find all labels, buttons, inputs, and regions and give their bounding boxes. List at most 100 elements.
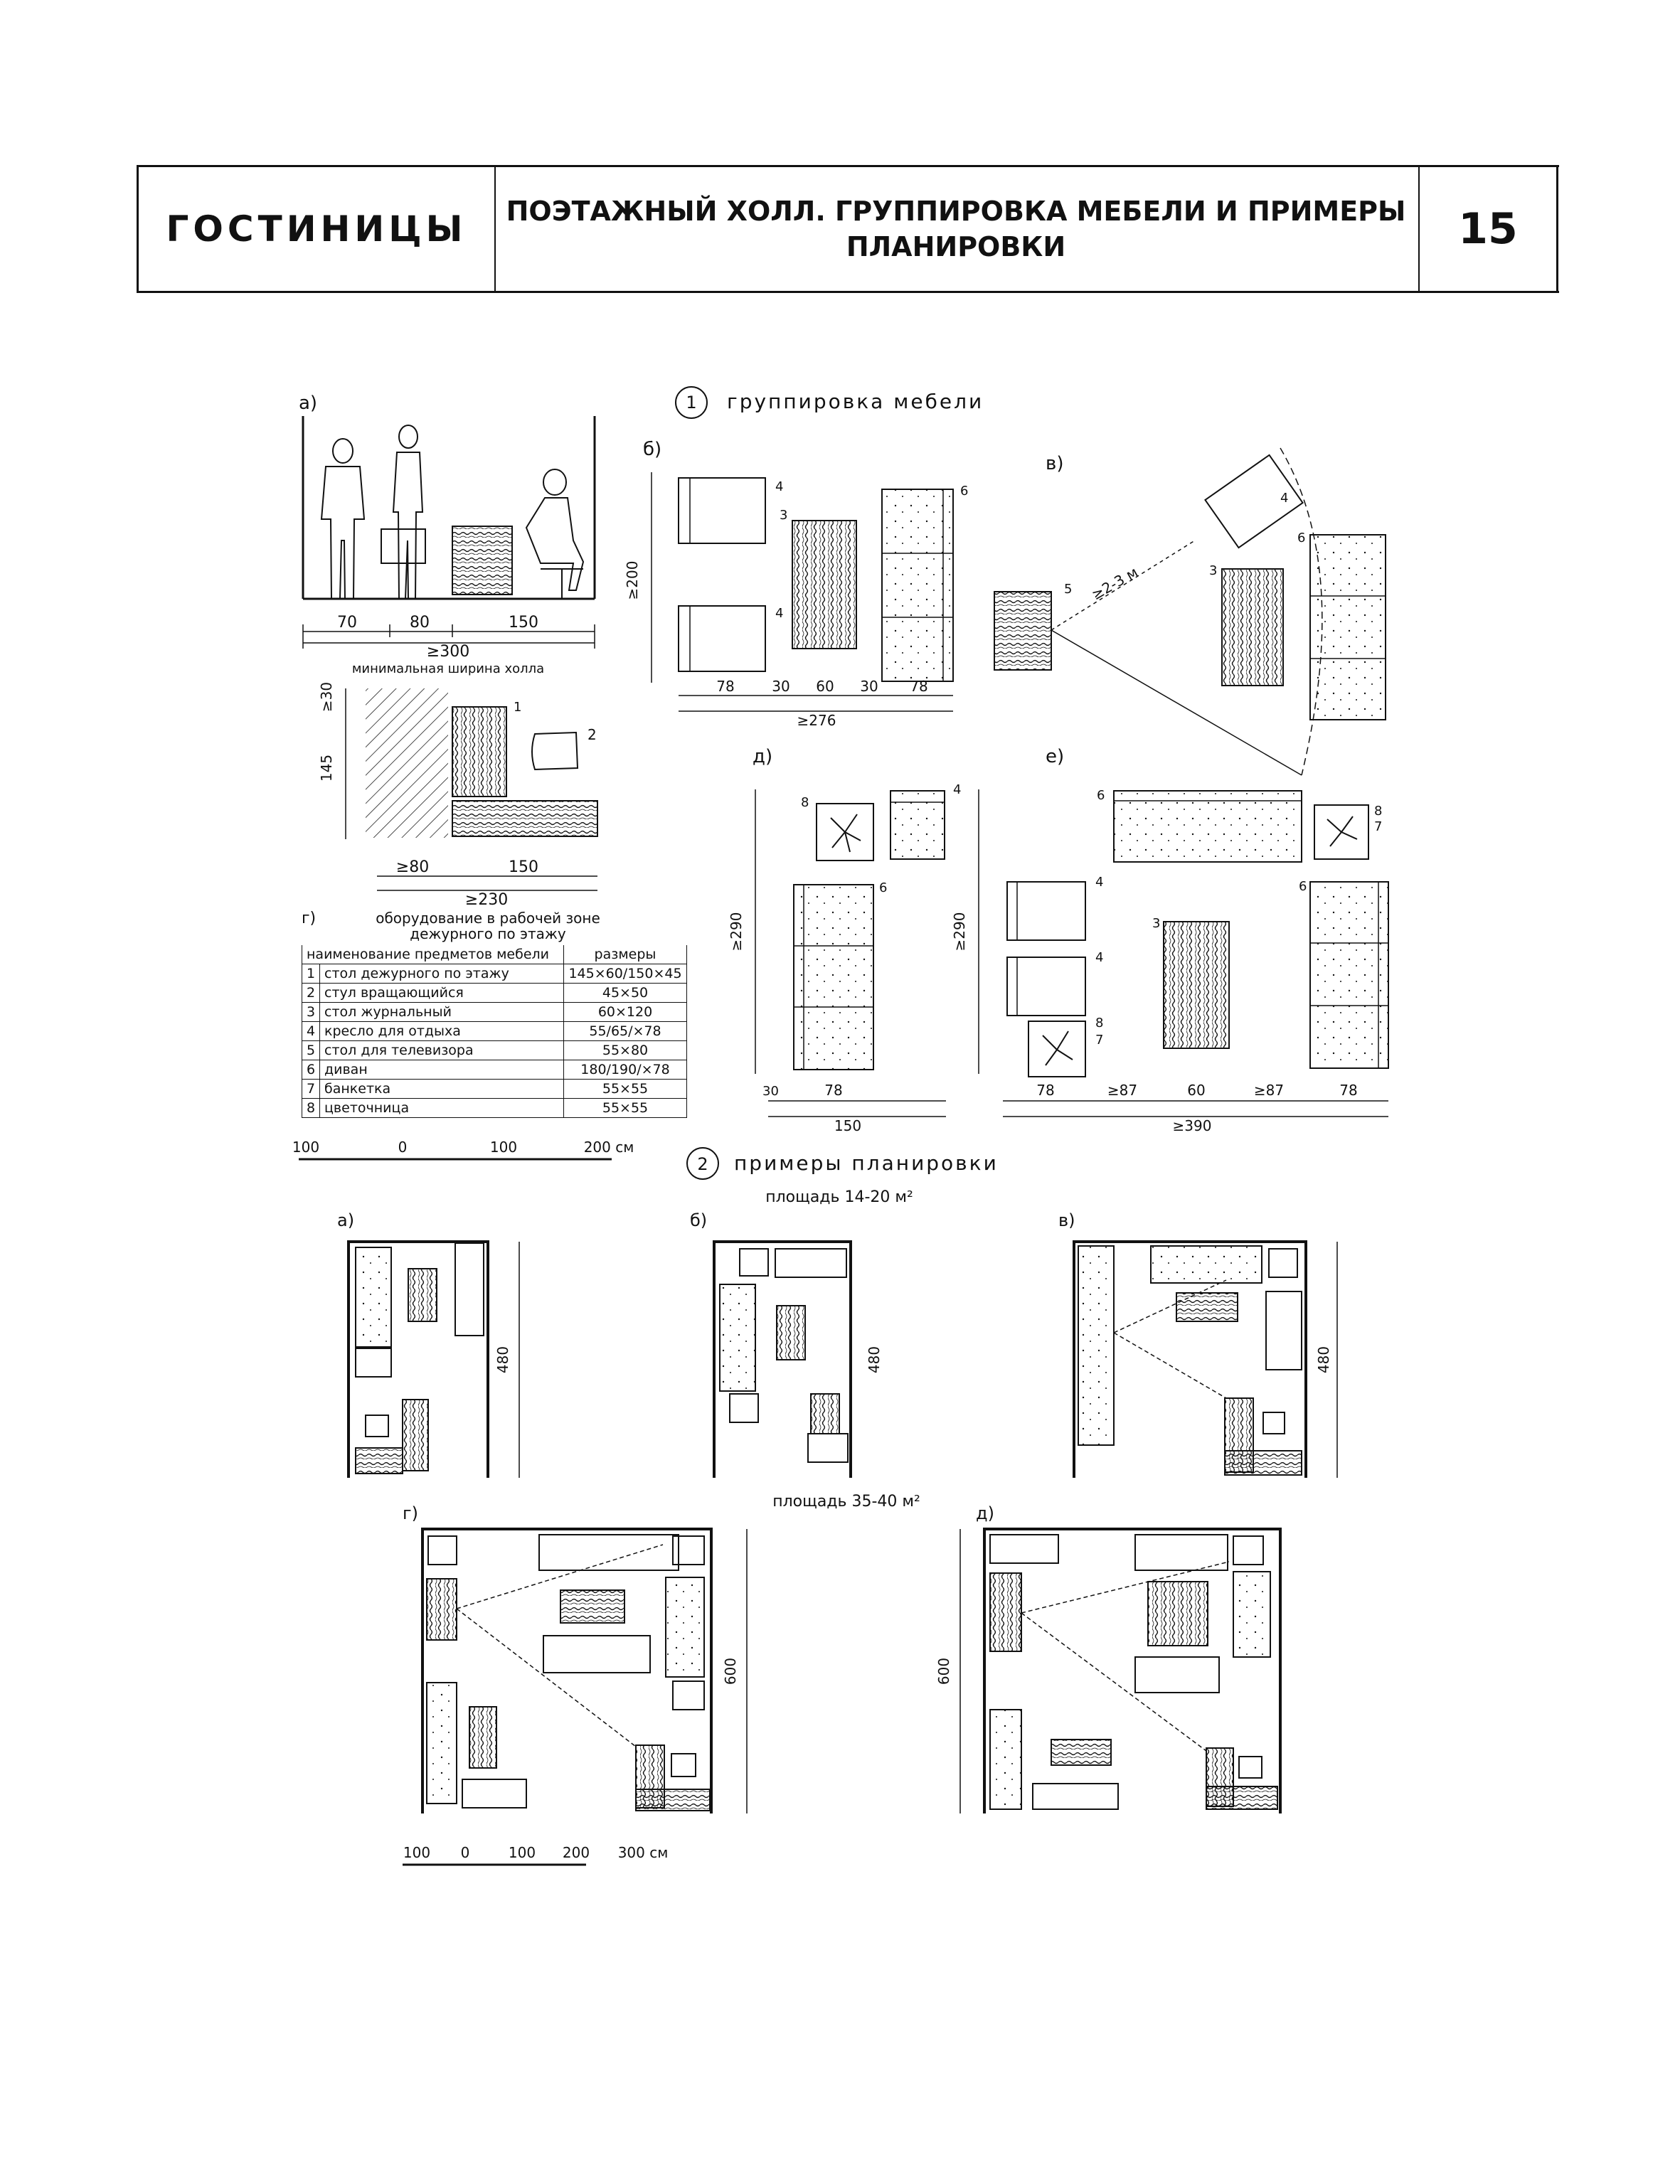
- armchairs: [538, 1534, 679, 1571]
- sofa: [426, 1682, 457, 1804]
- flower-stand: [816, 803, 874, 861]
- figure-e-grouping: е) 6 8 7 4 4 8 7 3 6 ≥290 78 ≥87 6: [951, 746, 1389, 1134]
- plant-icon: [1327, 816, 1358, 847]
- part1-number: 1: [686, 393, 696, 412]
- chair: [365, 1415, 389, 1437]
- armchair: [678, 605, 766, 672]
- row-name: цветочница: [319, 1098, 564, 1118]
- plan-v-label: в): [1058, 1210, 1075, 1230]
- area-14-20: площадь 14-20 м²: [765, 1188, 913, 1206]
- scale2-2: 100: [509, 1844, 536, 1861]
- scale2-1: 0: [461, 1844, 470, 1861]
- row-number: 7: [302, 1079, 320, 1099]
- plan-a-label: а): [337, 1210, 354, 1230]
- coffee-table: [469, 1706, 497, 1769]
- swivel-chair: [531, 731, 579, 771]
- armchairs: [775, 1248, 847, 1278]
- e-num-3: 3: [1152, 916, 1160, 931]
- plan-v-dim: 480: [1315, 1346, 1332, 1373]
- sofa: [1113, 790, 1302, 863]
- work-num-1: 1: [514, 700, 521, 715]
- armchairs: [454, 1242, 484, 1336]
- row-name: стул вращающийся: [319, 983, 564, 1003]
- row-size: 45×50: [563, 983, 687, 1003]
- e-dim-height: ≥290: [951, 912, 968, 952]
- coffee-table: [792, 520, 857, 649]
- flower-stand: [1314, 804, 1369, 860]
- sofa: [881, 489, 954, 682]
- coffee-table: [1176, 1292, 1238, 1322]
- chair: [1238, 1756, 1262, 1779]
- dim-a-70: 70: [337, 614, 357, 632]
- table-caption: г) оборудование в рабочей зоне дежурного…: [302, 910, 600, 942]
- b-dim-78b: 78: [910, 678, 927, 695]
- row-name: банкетка: [319, 1079, 564, 1099]
- dim-a-total: ≥300: [427, 643, 469, 661]
- flower-stand: [672, 1535, 705, 1565]
- part2-heading: 2 примеры планировки площадь 14-20 м² пл…: [686, 1147, 999, 1511]
- v-num-4: 4: [1280, 491, 1288, 506]
- scale2-4: 300 см: [618, 1844, 669, 1861]
- part2-number: 2: [697, 1154, 708, 1174]
- e-dim-78: 78: [1036, 1082, 1054, 1099]
- b-num-3: 3: [780, 508, 787, 523]
- part2-title: примеры планировки: [734, 1151, 999, 1175]
- plant-icon: [1042, 1030, 1073, 1066]
- plan-a-dim: 480: [494, 1346, 511, 1373]
- d-num-8: 8: [801, 795, 809, 810]
- work-dim-side: 145: [318, 755, 335, 782]
- duty-desk-bottom: [452, 800, 598, 837]
- figure-b-grouping: б) 4 4 3 6 ≥200 78 30 60 30 78 ≥276: [624, 439, 968, 729]
- work-zone-plan: 1 2 ≥30 145 ≥80 150 ≥230: [318, 682, 598, 909]
- man-with-briefcase-figure: [381, 425, 426, 600]
- b-dim-height: ≥200: [624, 561, 641, 600]
- section-title: ГОСТИНИЦЫ: [137, 167, 496, 291]
- v-num-5: 5: [1064, 582, 1072, 597]
- figure-d-label: д): [753, 746, 772, 767]
- duty-desk: [1224, 1450, 1302, 1476]
- plan-g-dim: 600: [722, 1658, 739, 1685]
- flower-stand: [729, 1393, 759, 1423]
- coffee-table: [776, 1305, 806, 1360]
- flower-stand: [1233, 1535, 1264, 1565]
- e-num-7b: 7: [1095, 1033, 1103, 1048]
- tv-table: [989, 1572, 1022, 1652]
- work-dim-80: ≥80: [396, 858, 429, 876]
- hatched-clearance-zone: [366, 688, 448, 838]
- armchairs: [543, 1635, 651, 1673]
- e-num-6: 6: [1097, 788, 1105, 803]
- work-dim-150: 150: [509, 858, 538, 876]
- armchairs: [1032, 1783, 1119, 1810]
- chair: [807, 1433, 849, 1463]
- sofa: [355, 1247, 392, 1348]
- row-name: стол дежурного по этажу: [319, 964, 564, 984]
- flower-stand: [355, 1348, 392, 1378]
- armchair-rotated: [1204, 454, 1304, 549]
- d-num-4: 4: [953, 782, 961, 797]
- page-title-line2: ПЛАНИРОВКИ: [846, 231, 1066, 262]
- b-dim-78: 78: [716, 678, 734, 695]
- area-35-40: площадь 35-40 м²: [772, 1493, 920, 1511]
- plan-a: а) 480: [337, 1210, 520, 1478]
- sofa: [989, 1709, 1022, 1810]
- sofa: [719, 1284, 756, 1392]
- coffee-table: [1221, 568, 1284, 686]
- sofa: [1150, 1245, 1262, 1284]
- e-dim-87b: ≥87: [1254, 1082, 1284, 1099]
- row-size: 145×60/150×45: [563, 964, 687, 984]
- e-dim-87: ≥87: [1107, 1082, 1137, 1099]
- e-dim-60: 60: [1187, 1082, 1205, 1099]
- plan-g: г) 600: [403, 1503, 748, 1813]
- flower-stand: [672, 1680, 705, 1710]
- e-dim-78b: 78: [1339, 1082, 1357, 1099]
- b-num-4: 4: [775, 479, 783, 494]
- plan-d-dim: 600: [935, 1658, 952, 1685]
- v-num-3: 3: [1209, 563, 1217, 578]
- d-dim-total: 150: [834, 1117, 861, 1134]
- scale1-3: 200 см: [584, 1139, 634, 1156]
